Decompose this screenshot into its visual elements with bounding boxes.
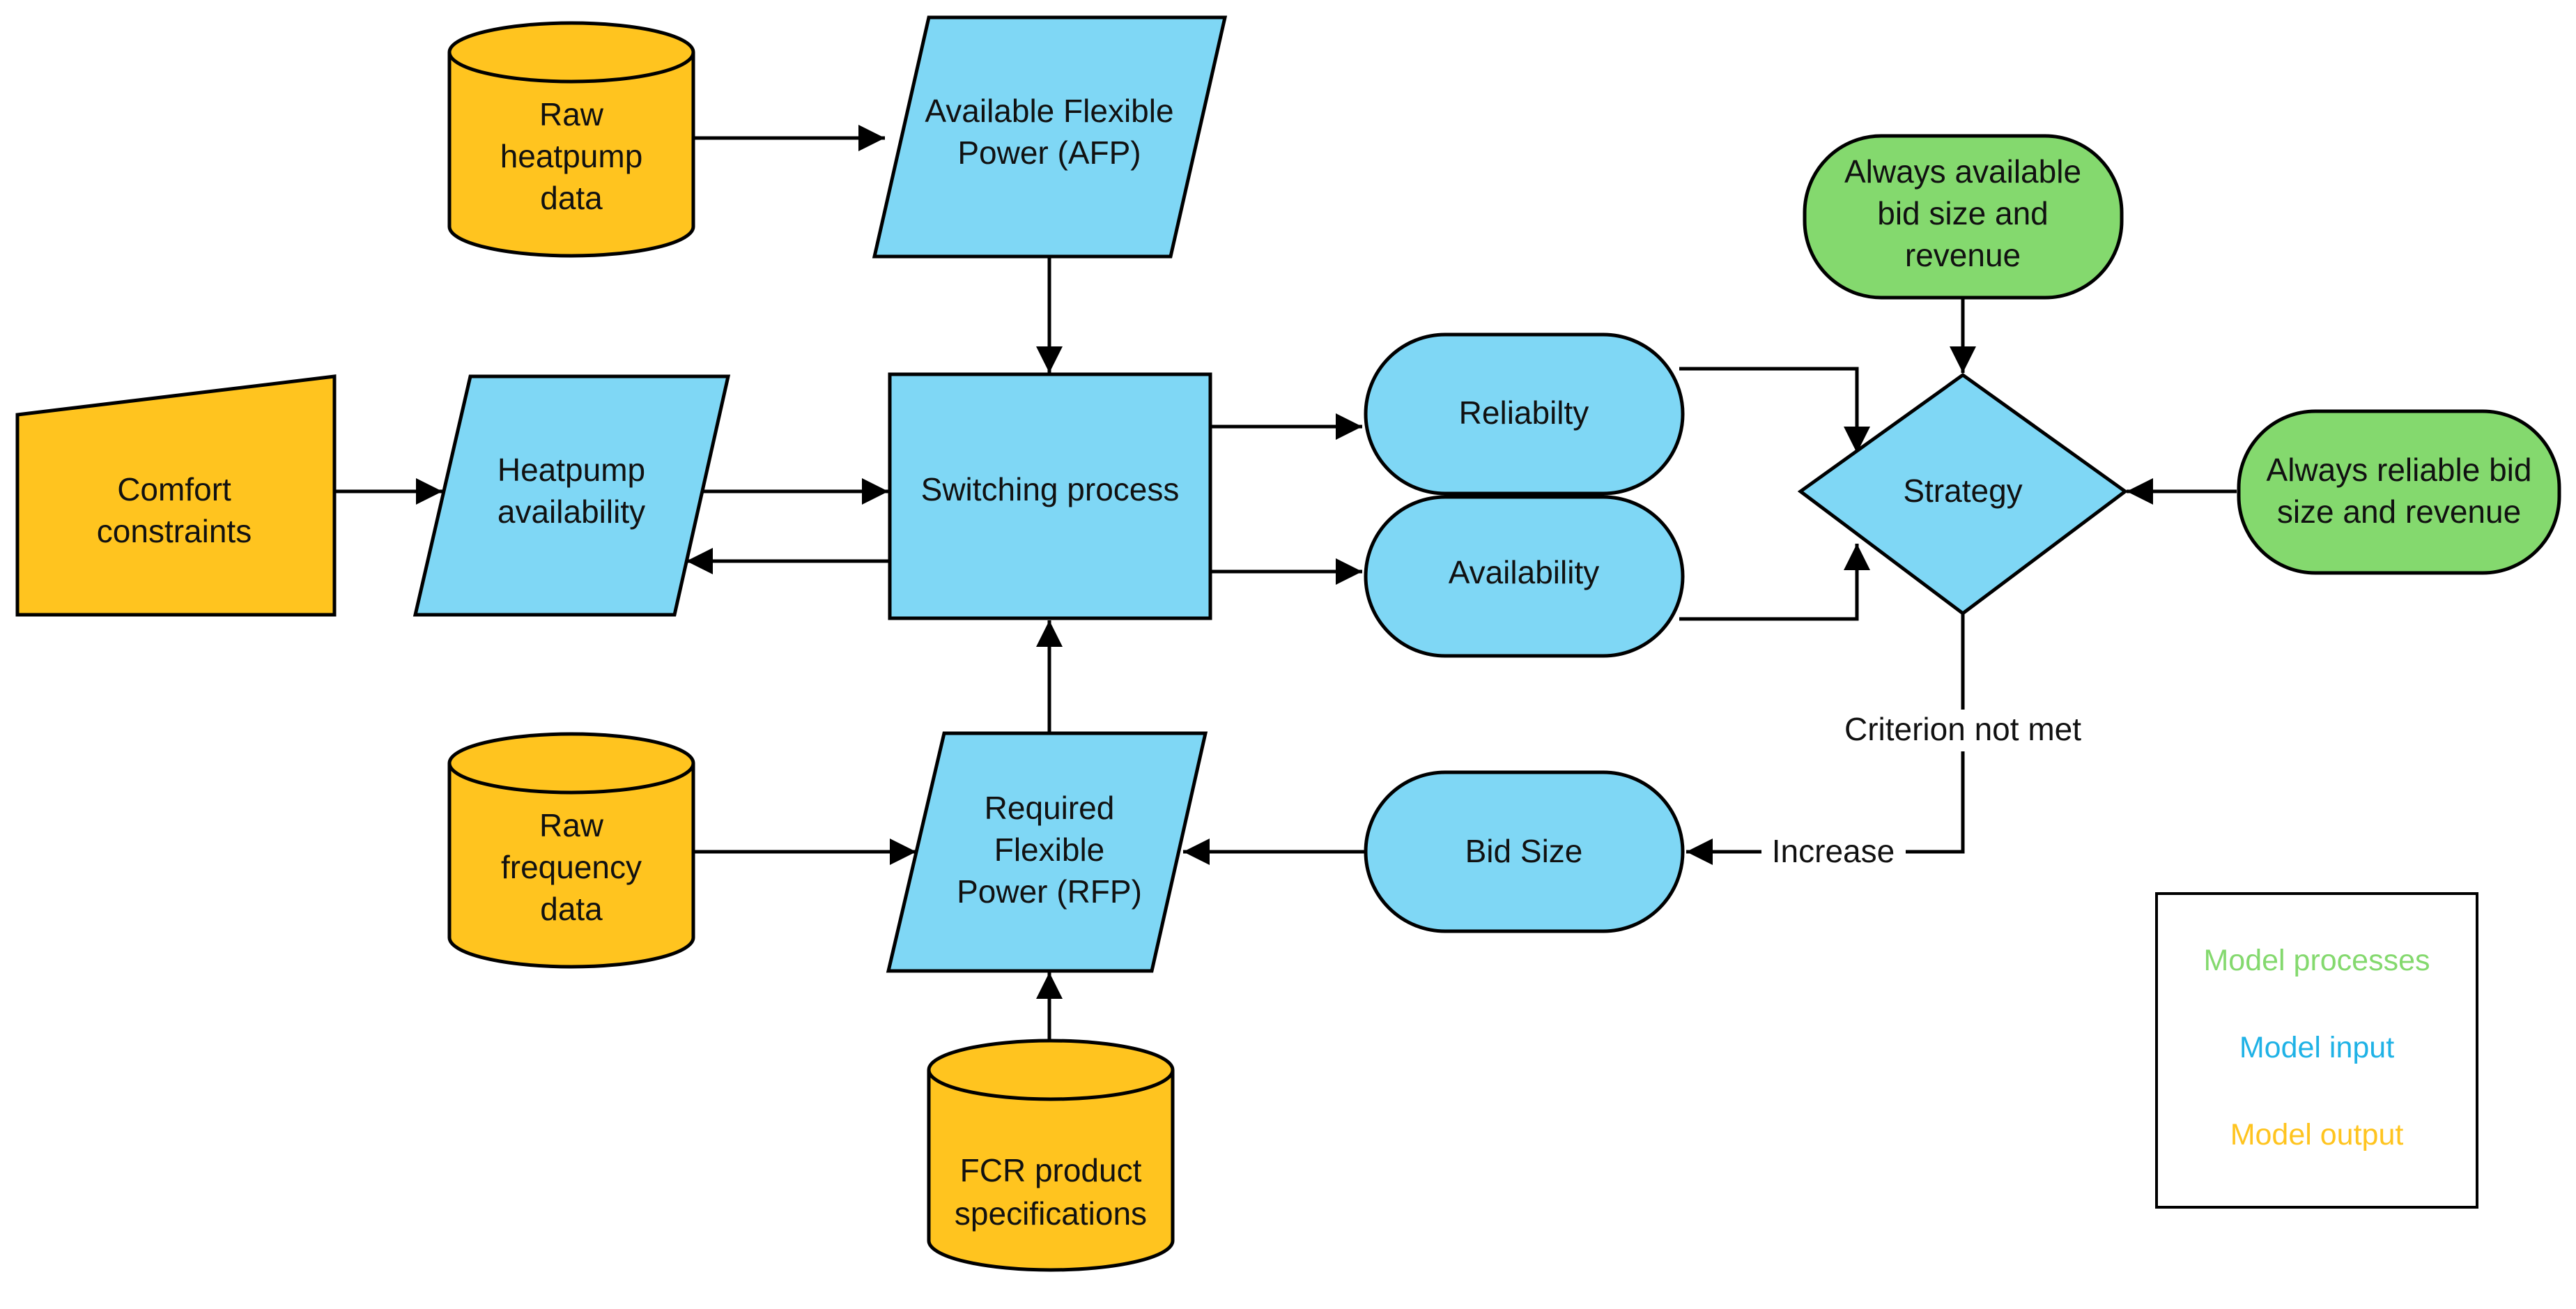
label-rfp-2: Flexible: [994, 832, 1105, 868]
edges: [336, 125, 2237, 1052]
edge-label-increase: Increase: [1772, 833, 1895, 869]
label-afp-2: Power (AFP): [957, 135, 1141, 171]
node-raw-heatpump: [447, 21, 695, 258]
label-heatpump-availability-2: availability: [498, 493, 645, 530]
node-availability: [1364, 495, 1685, 658]
node-comfort: [15, 374, 337, 617]
node-raw-frequency: [447, 732, 695, 969]
cylinder-body: [447, 763, 695, 969]
label-raw-heatpump-2: heatpump: [500, 138, 643, 174]
node-heatpump-availability: [412, 374, 731, 617]
node-fcr: [927, 1039, 1175, 1272]
node-bid-size: [1364, 770, 1685, 933]
label-comfort-1: Comfort: [117, 471, 231, 507]
node-always-available: [1803, 134, 2124, 300]
node-rfp: [886, 731, 1208, 973]
label-always-reliable-2: size and revenue: [2277, 493, 2521, 530]
label-raw-frequency-2: frequency: [501, 849, 642, 885]
cylinder-body: [447, 52, 695, 258]
label-always-available-2: bid size and: [1877, 195, 2049, 231]
node-reliability: [1364, 332, 1685, 496]
label-rfp-1: Required: [985, 790, 1115, 826]
label-always-available-1: Always available: [1844, 153, 2081, 190]
label-bid-size: Bid Size: [1465, 833, 1583, 869]
node-afp: [872, 15, 1228, 259]
label-reliability: Reliabilty: [1459, 395, 1589, 431]
edge-availability-strategy: [1679, 544, 1870, 621]
cylinder-body: [927, 1070, 1175, 1272]
label-raw-frequency-1: Raw: [539, 807, 604, 843]
label-raw-heatpump-3: data: [540, 180, 603, 216]
label-comfort-2: constraints: [97, 513, 252, 549]
label-always-reliable-1: Always reliable bid: [2267, 452, 2532, 488]
node-strategy: [1797, 372, 2129, 616]
edge-strategy-bidsize-mid: [1906, 751, 1965, 854]
edge-label-criterion: Criterion not met: [1844, 711, 2081, 747]
cylinder-top: [927, 1039, 1175, 1101]
legend-input: Model input: [2239, 1031, 2394, 1064]
legend: Model processes Model input Model output: [2155, 892, 2478, 1209]
label-switching-process: Switching process: [921, 471, 1180, 507]
legend-output: Model output: [2230, 1118, 2404, 1151]
legend-processes: Model processes: [2203, 944, 2430, 977]
label-raw-heatpump-1: Raw: [539, 96, 604, 132]
edge-reliability-strategy: [1679, 367, 1870, 453]
node-switching-process: [888, 372, 1212, 620]
label-availability: Availability: [1449, 554, 1599, 590]
label-always-available-3: revenue: [1905, 237, 2021, 273]
label-strategy: Strategy: [1903, 473, 2022, 509]
label-fcr-2: specifications: [955, 1195, 1147, 1232]
cylinder-top: [447, 21, 695, 84]
label-rfp-3: Power (RFP): [957, 873, 1142, 910]
node-always-reliable: [2237, 409, 2561, 575]
label-afp-1: Available Flexible: [925, 93, 1173, 129]
label-heatpump-availability-1: Heatpump: [498, 452, 645, 488]
label-raw-frequency-3: data: [540, 891, 603, 927]
label-fcr-1: FCR product: [960, 1152, 1142, 1188]
legend-box: [2155, 892, 2478, 1209]
cylinder-top: [447, 732, 695, 795]
